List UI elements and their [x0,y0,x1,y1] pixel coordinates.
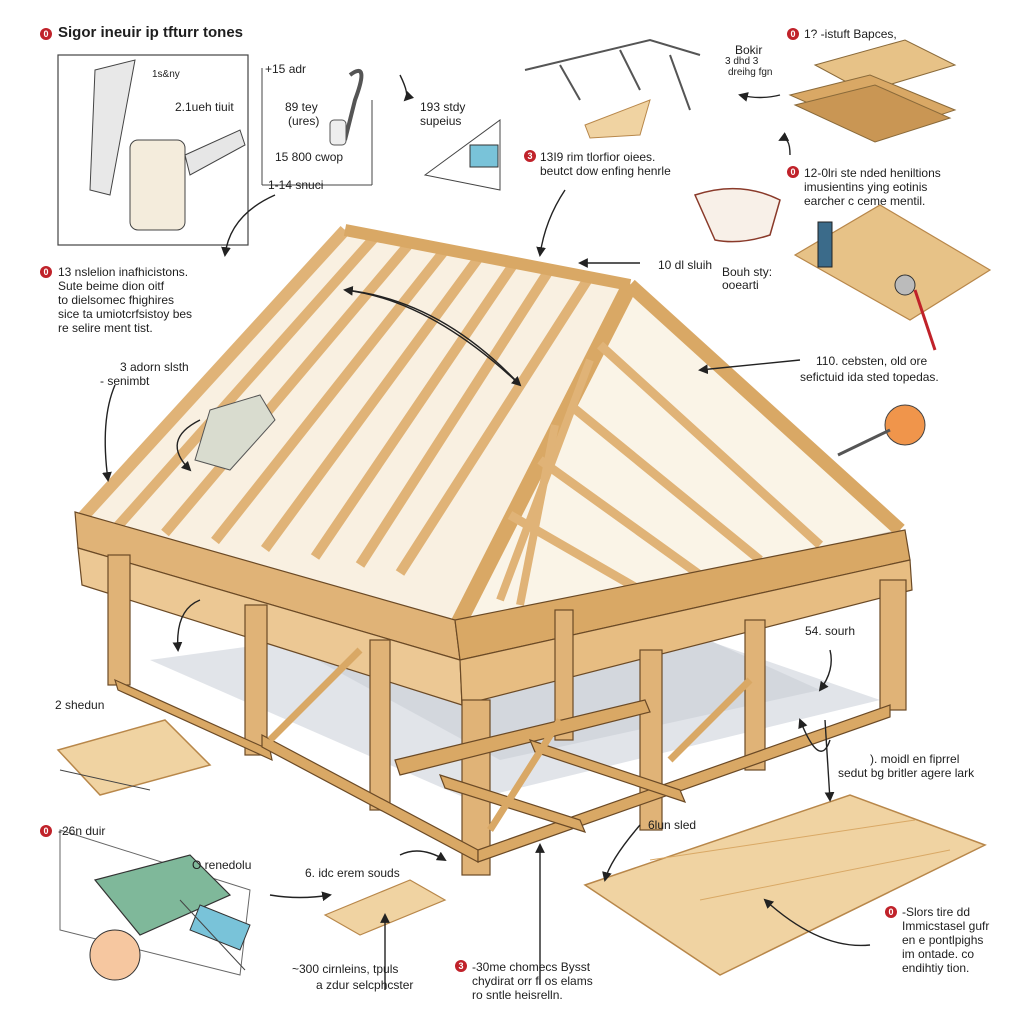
bottom-left-small: 2 shedun [55,698,105,712]
tool-panel-frame [57,54,249,246]
top-right-small-c: dreihg fgn [728,67,773,78]
small-board [323,879,447,936]
stdy-label-b: supeius [420,114,462,128]
triangle-square [423,119,501,191]
nail-label-a: 1s&ny [152,69,180,80]
drill-step-marker: 0 [40,825,52,837]
bottom-small-b: a zdur selcphcster [316,978,414,992]
dim-label-d: 15 800 cwop [275,150,344,164]
joist-hanger [194,394,276,471]
roof-rafters [75,224,905,634]
center-step-text: 13I9 rim tlorfior oiees. beutct dow enfi… [540,150,671,178]
left-small-a: 3 adorn slsth [120,360,189,374]
hand-saw-shape [89,59,136,196]
left-step-text: 13 nslelion inafhicistons. Sute beime di… [58,265,193,335]
top-right-title: 1? -istuft Bapces, [804,27,897,41]
beam-label-b: sefictuid ida sted topedas. [800,370,939,384]
bottom-step-text: -30me chomecs Bysst chydirat orr fi os e… [472,960,593,1002]
nail-gun-tool [817,221,833,268]
left-small-b: - senimbt [100,374,150,388]
dimension-lines [59,68,373,971]
dim-label-c: (ures) [288,114,320,128]
bracket-drawing [693,187,781,243]
drill-step-text: -26n duir [58,824,106,838]
left-step-marker: 0 [40,266,52,278]
dim-label-b: 89 tey [285,100,318,114]
top-right-small-b: 3 dhd 3 [725,56,759,67]
beam-label-a: 110. cebsten, old ore [816,354,928,368]
power-drill [59,829,251,981]
side-right-label: 54. sourh [805,624,856,638]
nail-label-b: 2.1ueh tiuit [175,100,234,114]
top-right-small-a: Bokir [735,43,763,57]
stdy-label-a: 193 stdy [420,100,466,114]
right-step-text: 12-0lri ste nded heniltions imusientins … [804,166,941,208]
hook-drawing [343,68,364,141]
braces [267,647,753,832]
tape-measure-shape [129,139,186,231]
dim-label-e: 1-14 snuci [268,178,324,192]
plywood-sheet [583,794,987,976]
ridge-label: 10 dl sluih [658,258,713,272]
drill-label: O renedolu [192,858,252,872]
center-step-marker: 3 [524,150,536,162]
subfloor-panel [793,204,992,321]
bottom-right-a: ). moidl en fiprrel [870,752,960,766]
mid-right-b: ooearti [722,278,759,292]
top-right-marker: 0 [787,28,799,40]
saw-blade [894,274,916,296]
header-marker: 0 [40,28,52,40]
bottom-right-b: sedut bg britler agere lark [838,766,975,780]
bottom-small-a: ~300 cirnleins, tpuls [292,962,399,976]
center-bottom-label: 6. idc erem souds [305,866,400,880]
callout-arrows [102,74,871,990]
page-title: Sigor ineuir ip tfturr tones [58,24,244,41]
final-step-text: -Slors tire dd Immicstasel gufr en e pon… [902,905,990,975]
final-step-marker: 0 [885,906,897,918]
template-board [56,719,212,796]
bottom-plates [114,678,891,863]
shingle-stack [788,39,957,143]
drill-head [884,404,926,446]
mid-right-a: Bouh sty: [722,265,773,279]
sawhorse-drawing [524,38,701,111]
board-label: 6lun sled [648,818,697,832]
dim-label-a: +15 adr [265,62,307,76]
right-step-marker: 0 [787,166,799,178]
bottom-step-marker: 3 [455,960,467,972]
